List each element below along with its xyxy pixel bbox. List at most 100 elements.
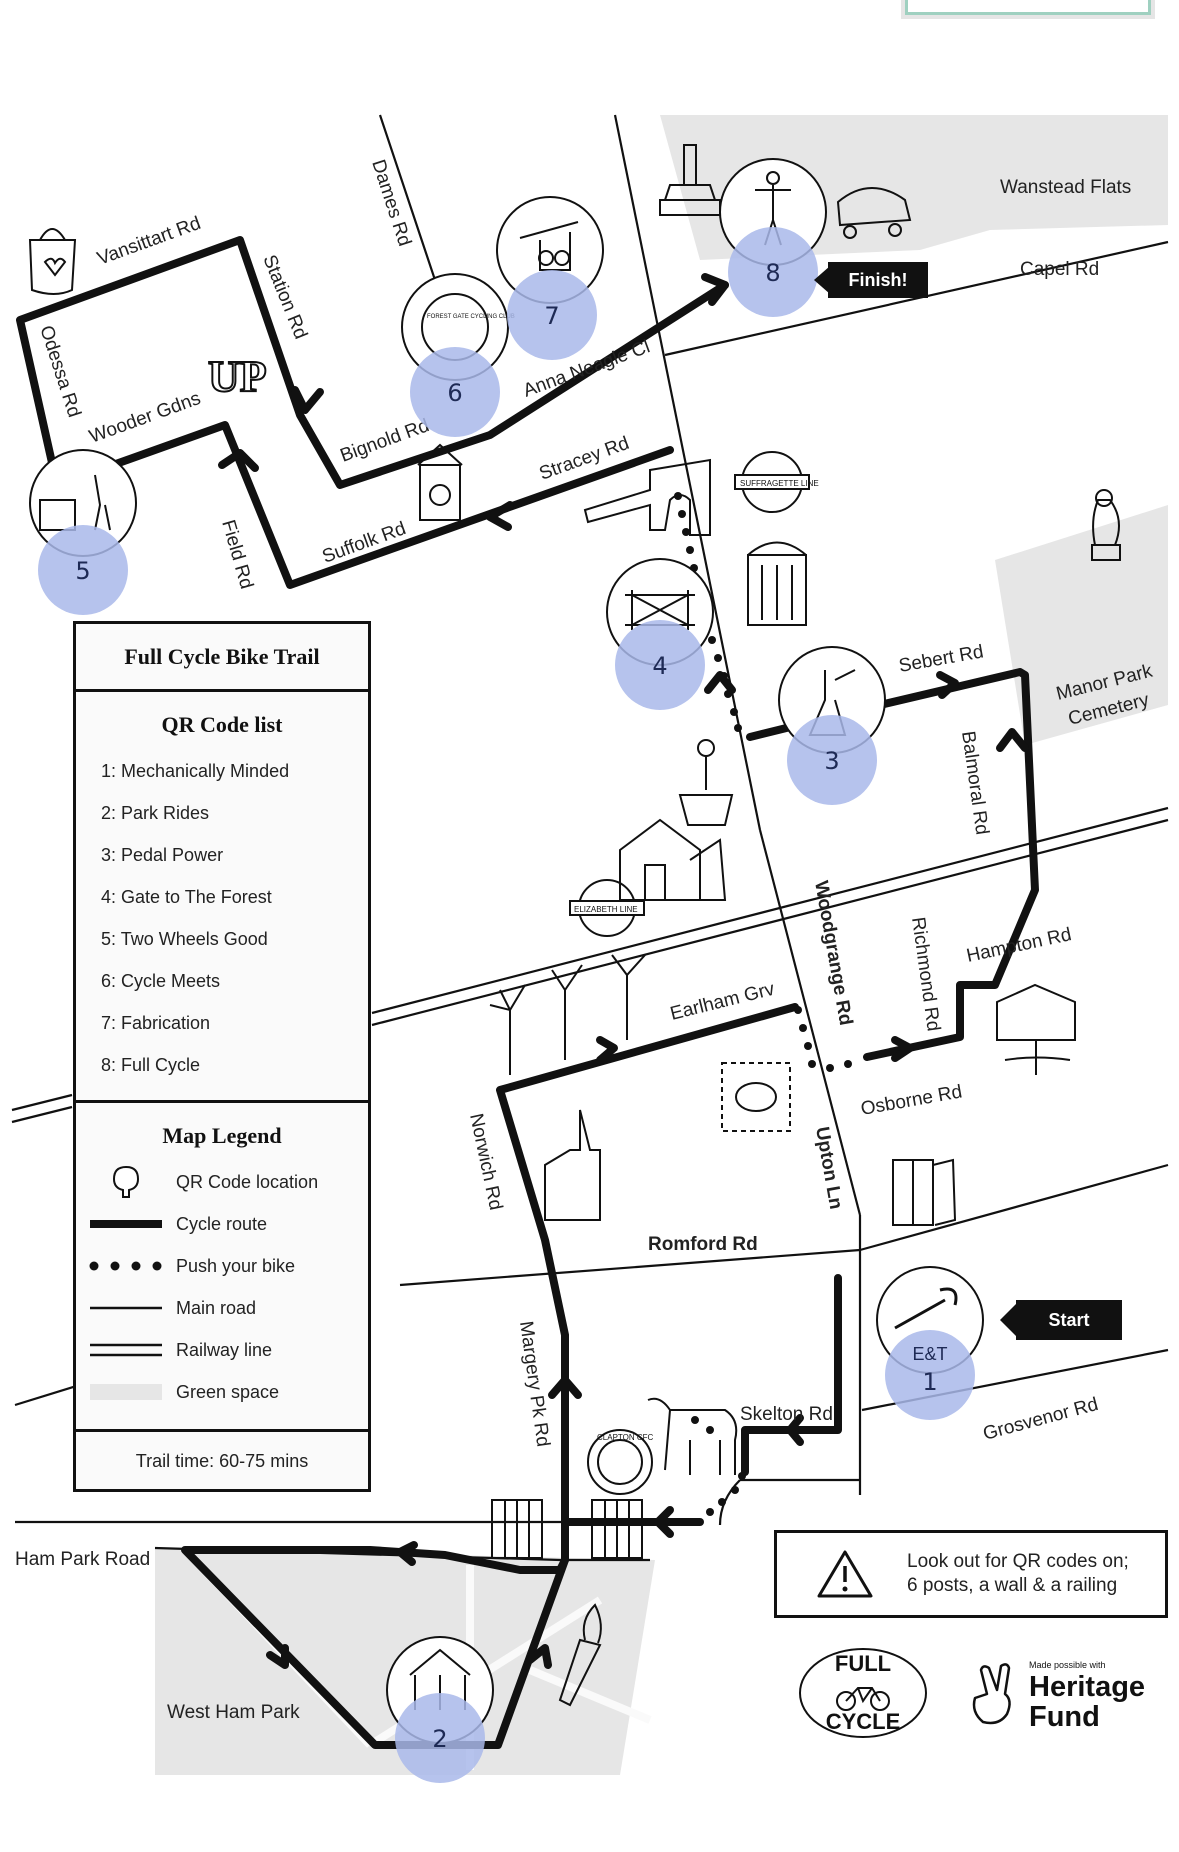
qr-marker-7-number: 7 <box>544 302 559 330</box>
cycle-route-line <box>90 1220 162 1228</box>
qr-marker-1[interactable]: E&T 1 <box>876 1266 984 1420</box>
panel-title: Full Cycle Bike Trail <box>76 624 368 692</box>
qr-marker-1-number: 1 <box>922 1368 937 1396</box>
legend-row: Green space <box>76 1371 368 1413</box>
historic-building-icon <box>747 541 807 626</box>
svg-text:SUFFRAGETTE LINE: SUFFRAGETTE LINE <box>740 479 819 488</box>
house-icon <box>996 983 1076 1075</box>
qr-list-title: QR Code list <box>161 712 283 737</box>
warning-triangle-icon <box>817 1550 873 1598</box>
clapton-cfc-badge-icon: CLAPTON CFC <box>587 1429 654 1495</box>
qr-list-item: 4: Gate to The Forest <box>101 887 272 907</box>
road-label-skelton: Skelton Rd <box>740 1404 833 1425</box>
road-label-osborne: Osborne Rd <box>859 1081 964 1119</box>
qr-list-item: 3: Pedal Power <box>101 845 224 865</box>
road-label-romford: Romford Rd <box>648 1234 758 1255</box>
top-frame-decoration <box>901 0 1155 19</box>
qr-marker-1-code: E&T <box>912 1344 947 1364</box>
qr-marker-3-number: 3 <box>824 747 839 775</box>
bridge-icon <box>583 458 711 536</box>
qr-list-item: 1: Mechanically Minded <box>101 761 290 781</box>
finish-tag-label: Finish! <box>848 269 908 290</box>
qr-location-icon <box>112 1165 140 1198</box>
area-label-wanstead: Wanstead Flats <box>1000 177 1131 198</box>
legend-label: Main road <box>176 1297 257 1318</box>
cyclist-icon <box>755 185 791 246</box>
heritage-fund-line-2: Fund <box>1029 1701 1100 1733</box>
qr-marker-8-number: 8 <box>765 259 780 287</box>
notice-line-1: Look out for QR codes on; <box>907 1551 1129 1572</box>
trail-time-label: Trail time: <box>135 1451 215 1471</box>
suffragette-line-roundel-icon: SUFFRAGETTE LINE <box>734 451 819 513</box>
station-building-icon <box>619 818 727 901</box>
panel-divider <box>76 1429 368 1432</box>
water-tower-icon <box>417 443 463 521</box>
green-space-swatch <box>90 1384 162 1400</box>
start-tag-label: Start <box>1048 1309 1090 1330</box>
qr-marker-5[interactable]: 5 <box>29 449 137 615</box>
qr-list-item: 8: Full Cycle <box>101 1055 201 1075</box>
trail-time-value: 60-75 mins <box>219 1451 309 1471</box>
legend-row: Main road <box>76 1287 368 1329</box>
start-tag-pointer <box>1000 1302 1018 1338</box>
legend-row: Railway line <box>76 1329 368 1371</box>
qr-marker-2-number: 2 <box>432 1725 447 1753</box>
landmark-icons: UP <box>28 144 1121 1707</box>
road-label-margery: Margery Pk Rd <box>515 1320 553 1448</box>
qr-marker-2[interactable]: 2 <box>386 1636 494 1783</box>
qr-notice-box: Look out for QR codes on; 6 posts, a wal… <box>774 1530 1168 1618</box>
bicycle-icon <box>836 1687 890 1711</box>
road-label-grosvenor: Grosvenor Rd <box>981 1394 1101 1445</box>
legend-label: Push your bike <box>176 1255 296 1276</box>
green-space-manor-park <box>995 505 1168 745</box>
qr-marker-4[interactable]: 4 <box>606 558 714 710</box>
area-label-west-ham-park: West Ham Park <box>167 1702 300 1723</box>
angel-statue-icon <box>1091 489 1121 561</box>
full-cycle-logo-bottom: CYCLE <box>826 1709 901 1734</box>
spanner-icon <box>894 1287 958 1330</box>
qr-list-item: 7: Fabrication <box>101 1013 211 1033</box>
heritage-fund-name: Heritage Fund <box>1029 1672 1145 1732</box>
elizabeth-line-roundel-icon: ELIZABETH LINE <box>569 879 645 937</box>
legend-row: QR Code location <box>76 1161 368 1203</box>
full-cycle-logo-top: FULL <box>835 1651 891 1676</box>
finish-tag: Finish! <box>828 262 928 298</box>
legend-label: Green space <box>176 1381 280 1402</box>
qr-marker-6-number: 6 <box>447 379 462 407</box>
finish-tag-pointer <box>814 266 830 294</box>
up-logo-icon: UP <box>208 352 267 401</box>
road-label-balmoral: Balmoral Rd <box>957 730 992 836</box>
notice-line-2: 6 posts, a wall & a railing <box>907 1575 1118 1596</box>
church-icon <box>544 1109 601 1221</box>
legend-row: Push your bike <box>76 1245 368 1287</box>
qr-marker-5-number: 5 <box>75 557 90 585</box>
qr-list-item: 5: Two Wheels Good <box>101 929 268 949</box>
svg-text:FOREST GATE CYCLING CLUB: FOREST GATE CYCLING CLUB <box>427 314 515 320</box>
trail-info-panel: Full Cycle Bike Trail QR Code list 1: Me… <box>73 621 371 1492</box>
legend-label: QR Code location <box>176 1171 319 1192</box>
qr-list-item: 6: Cycle Meets <box>101 971 221 991</box>
route-arrows <box>218 273 1029 1669</box>
qr-marker-3[interactable]: 3 <box>778 646 886 805</box>
road-label-richmond: Richmond Rd <box>907 916 944 1033</box>
railway-line-double <box>90 1343 162 1357</box>
books-icon <box>892 1158 957 1226</box>
legend-label: Railway line <box>176 1339 273 1360</box>
heritage-fund-logo: Made possible with Heritage Fund <box>965 1660 1165 1740</box>
main-road-line <box>90 1306 162 1310</box>
qr-marker-6[interactable]: FOREST GATE CYCLING CLUB 6 <box>401 273 515 437</box>
qr-marker-8[interactable]: 8 <box>719 158 827 317</box>
dalmatian-icon <box>647 1397 738 1475</box>
frog-stamp-icon <box>721 1062 791 1132</box>
legend-title: Map Legend <box>162 1123 282 1148</box>
qr-list-item: 2: Park Rides <box>101 803 210 823</box>
clock-fountain-icon <box>678 739 734 826</box>
full-cycle-logo: FULL CYCLE <box>799 1648 927 1738</box>
svg-text:ELIZABETH LINE: ELIZABETH LINE <box>574 905 638 914</box>
heritage-fund-small-text: Made possible with <box>1029 1660 1106 1670</box>
road-label-norwich: Norwich Rd <box>465 1112 506 1212</box>
qr-marker-7[interactable]: 7 <box>496 196 604 360</box>
legend-label: Cycle route <box>176 1213 268 1234</box>
